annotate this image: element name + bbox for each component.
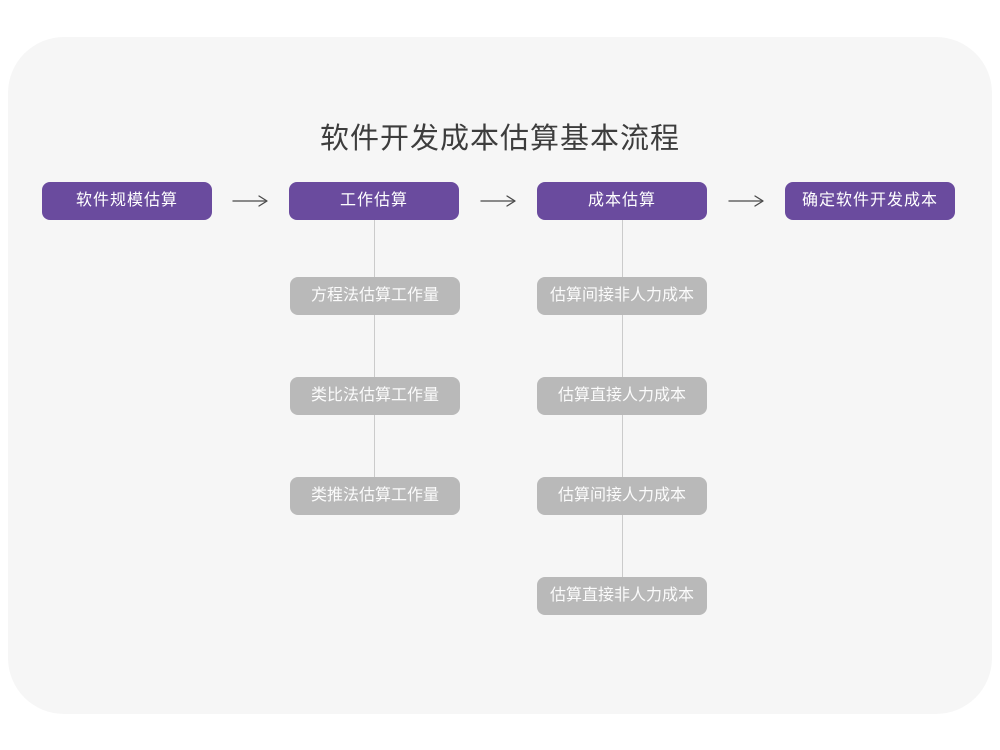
sub-node-direct-labor-cost: 估算直接人力成本 <box>537 377 707 415</box>
sub-node-equation-method: 方程法估算工作量 <box>290 277 460 315</box>
right-arrow-icon <box>480 195 516 207</box>
right-arrow-icon <box>232 195 268 207</box>
diagram-card: 软件开发成本估算基本流程 软件规模估算 工作估算 成本估算 确定软件开发成本 方… <box>8 37 992 714</box>
sub-node-extrapolation-method: 类推法估算工作量 <box>290 477 460 515</box>
sub-node-direct-nonlabor-cost: 估算直接非人力成本 <box>537 577 707 615</box>
diagram-title: 软件开发成本估算基本流程 <box>319 123 680 155</box>
flow-node-determine-development-cost: 确定软件开发成本 <box>785 182 955 220</box>
flow-node-software-scale-estimation: 软件规模估算 <box>42 182 212 220</box>
right-arrow-icon <box>728 195 764 207</box>
flow-node-cost-estimation: 成本估算 <box>537 182 707 220</box>
sub-node-indirect-nonlabor-cost: 估算间接非人力成本 <box>537 277 707 315</box>
sub-node-indirect-labor-cost: 估算间接人力成本 <box>537 477 707 515</box>
sub-node-analogy-method: 类比法估算工作量 <box>290 377 460 415</box>
connector-line-work-estimation <box>374 220 375 478</box>
flow-node-work-estimation: 工作估算 <box>289 182 459 220</box>
